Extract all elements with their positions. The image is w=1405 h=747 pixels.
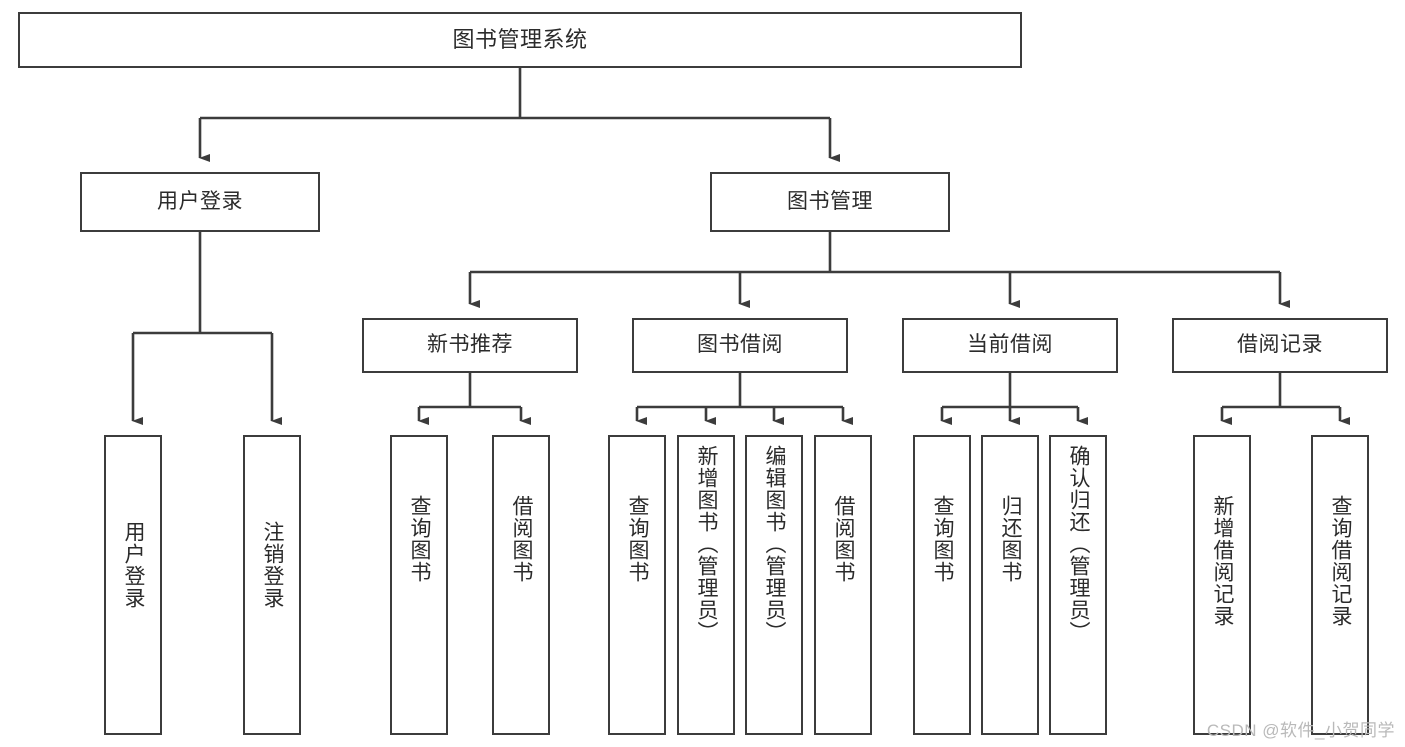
node-current-borrow[interactable]: 当前借阅: [902, 318, 1118, 373]
node-label: 当前借阅: [967, 333, 1053, 357]
node-label: 图书借阅: [697, 333, 783, 357]
node-label: 注销登录: [261, 521, 285, 609]
leaf-new-book-borrow[interactable]: 借阅图书: [492, 435, 550, 735]
node-label: 查询图书: [408, 495, 432, 583]
node-label: 图书管理: [787, 189, 873, 213]
node-label: 用户登录: [157, 189, 243, 213]
node-label: 借阅图书: [832, 495, 856, 583]
node-new-book-recommend[interactable]: 新书推荐: [362, 318, 578, 373]
leaf-borrow-add-book-admin[interactable]: 新增图书（管理员）: [677, 435, 735, 735]
node-label: 图书管理系统: [452, 27, 588, 53]
leaf-new-book-query[interactable]: 查询图书: [390, 435, 448, 735]
node-book-management[interactable]: 图书管理: [710, 172, 950, 232]
leaf-record-add-record[interactable]: 新增借阅记录: [1193, 435, 1251, 735]
leaf-record-query-record[interactable]: 查询借阅记录: [1311, 435, 1369, 735]
node-label: 新增图书（管理员）: [695, 445, 719, 643]
node-label: 编辑图书（管理员）: [763, 445, 787, 643]
leaf-current-confirm-return-admin[interactable]: 确认归还（管理员）: [1049, 435, 1107, 735]
leaf-borrow-edit-book-admin[interactable]: 编辑图书（管理员）: [745, 435, 803, 735]
node-label: 查询借阅记录: [1329, 495, 1353, 627]
node-label: 借阅记录: [1237, 333, 1323, 357]
node-label: 用户登录: [122, 521, 146, 609]
node-book-borrow[interactable]: 图书借阅: [632, 318, 848, 373]
leaf-borrow-query-book[interactable]: 查询图书: [608, 435, 666, 735]
node-root-system[interactable]: 图书管理系统: [18, 12, 1022, 68]
node-label: 确认归还（管理员）: [1067, 445, 1091, 643]
leaf-borrow-borrow-book[interactable]: 借阅图书: [814, 435, 872, 735]
leaf-current-return-book[interactable]: 归还图书: [981, 435, 1039, 735]
node-label: 新增借阅记录: [1211, 495, 1235, 627]
watermark-text: CSDN @软件_小贺同学: [1206, 721, 1395, 740]
node-borrow-record[interactable]: 借阅记录: [1172, 318, 1388, 373]
node-label: 借阅图书: [510, 495, 534, 583]
leaf-current-query-book[interactable]: 查询图书: [913, 435, 971, 735]
leaf-user-login-logout[interactable]: 注销登录: [243, 435, 301, 735]
node-label: 查询图书: [931, 495, 955, 583]
node-label: 查询图书: [626, 495, 650, 583]
node-label: 归还图书: [999, 495, 1023, 583]
node-label: 新书推荐: [427, 333, 513, 357]
leaf-user-login-login[interactable]: 用户登录: [104, 435, 162, 735]
node-user-login[interactable]: 用户登录: [80, 172, 320, 232]
